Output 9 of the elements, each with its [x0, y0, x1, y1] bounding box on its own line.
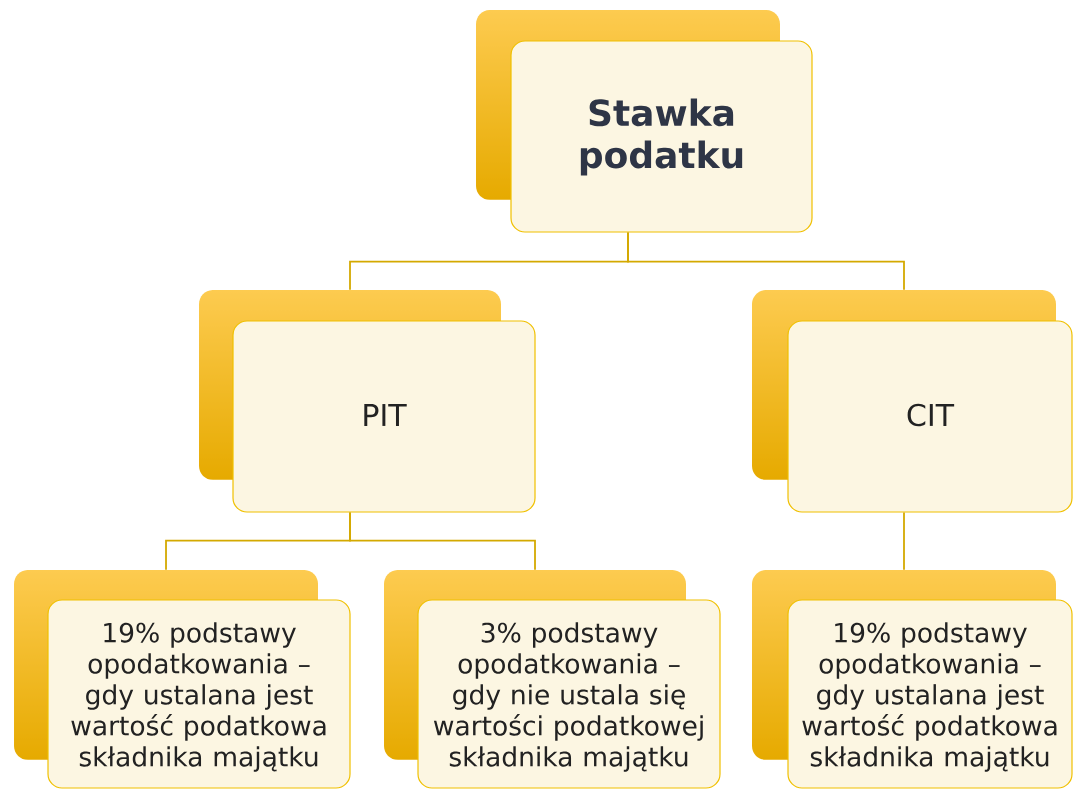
process-box: 19% podstawy opodatkowania – gdy ustalana jest wartość podatkowa składnika majątku [787, 599, 1073, 789]
process-box: Stawka podatku [510, 40, 813, 233]
process-box: 19% podstawy opodatkowania – gdy ustalana jest wartość podatkowa składnika majątku [47, 599, 351, 789]
connector-line [903, 511, 905, 571]
process-box: 3% podstawy opodatkowania – gdy nie ustala się wartości podatkowej składnika majątku [417, 599, 721, 789]
process-box: CIT [787, 320, 1073, 513]
connector-line [627, 231, 905, 291]
process-box: PIT [232, 320, 536, 513]
connector-line [349, 511, 536, 571]
